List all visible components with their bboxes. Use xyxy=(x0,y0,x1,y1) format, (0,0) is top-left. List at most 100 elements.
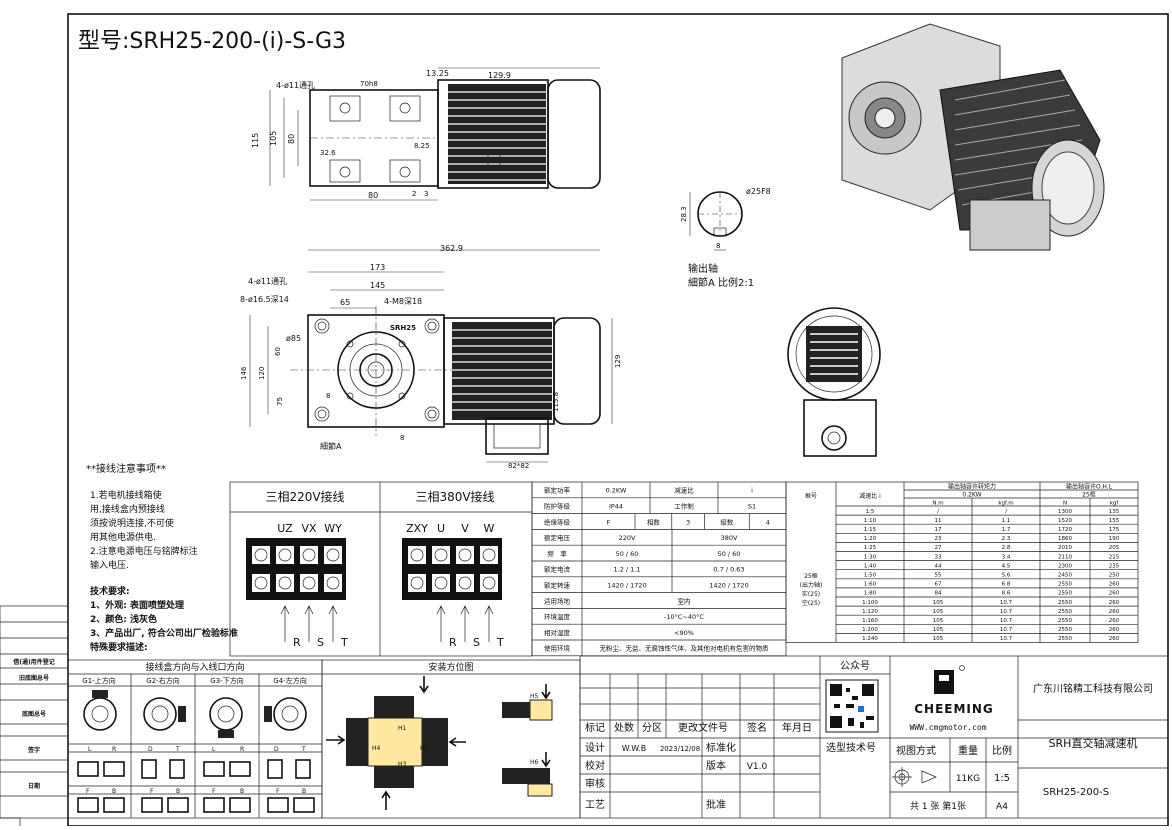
ratio-cell-5-1: 33 xyxy=(935,554,942,560)
ratio-cell-10-4: 260 xyxy=(1109,600,1120,606)
wiring-notes-title: **接线注意事项** xyxy=(86,462,166,475)
w220-top-1: VX xyxy=(301,522,317,535)
motor-fins-front xyxy=(452,322,552,420)
spec-label-8: 环境温度 xyxy=(544,612,571,621)
spec-value-10: 无粉尘、无盐、无腐蚀性气体、及其他对电机有危害的物质 xyxy=(600,644,770,653)
ratio-cell-10-0: 1:100 xyxy=(862,600,878,606)
front-label-16: 129 xyxy=(614,355,622,368)
margin-label-3: 签字 xyxy=(27,746,40,754)
top-label-7: 32.6 xyxy=(320,149,336,157)
ratio-h3-2: N xyxy=(1063,501,1067,507)
tb-approve: 批准 xyxy=(706,798,726,811)
front-label-15: 115.8 xyxy=(552,392,560,412)
front-label-2: 145 xyxy=(370,281,385,290)
ratio-cell-6-2: 4.5 xyxy=(1002,563,1011,569)
tb-weight: 11KG xyxy=(956,774,980,784)
wiring-note-5: 输入电压. xyxy=(90,559,129,571)
spec-label-5: 额定电流 xyxy=(544,565,571,574)
spec-value-4-0: 50 / 60 xyxy=(616,550,639,558)
spec-label-2: 绝缘等级 xyxy=(544,517,571,526)
top-label-11: 3 xyxy=(424,190,428,198)
w220-top-0: UZ xyxy=(277,522,293,535)
ratio-cell-4-2: 2.8 xyxy=(1002,545,1011,551)
ratio-h-frame: 框号 xyxy=(805,492,817,500)
ratio-cell-5-0: 1:30 xyxy=(864,554,877,560)
spec-value-2-1: 相数 xyxy=(647,517,661,526)
front-label-12: 75 xyxy=(276,397,284,406)
ratio-cell-7-3: 2450 xyxy=(1058,573,1072,579)
tb-scale: 1:5 xyxy=(994,773,1010,784)
ratio-cell-12-3: 2550 xyxy=(1058,618,1072,624)
spec-value-1-0: IP44 xyxy=(609,503,623,511)
spec-value-9: <90% xyxy=(674,629,694,637)
spec-label-9: 相对湿度 xyxy=(544,628,571,637)
ratio-cell-3-4: 190 xyxy=(1109,536,1120,542)
ratio-h2-power: 0.2KW xyxy=(962,492,981,499)
front-label-0: 362.9 xyxy=(440,244,463,253)
front-label-8: ø85 xyxy=(286,334,301,343)
dir-sub1-2: D xyxy=(148,746,153,753)
dir-sub1-1: R xyxy=(112,746,116,753)
ratio-cell-6-1: 44 xyxy=(935,563,942,569)
front-label-13: 8 xyxy=(326,392,330,400)
ratio-h3-3: kgf xyxy=(1110,501,1120,507)
ratio-cell-11-3: 2550 xyxy=(1058,609,1072,615)
ratio-cell-6-0: 1:40 xyxy=(864,563,877,569)
spec-value-2-2: 3 xyxy=(686,518,690,526)
ratio-cell-2-4: 175 xyxy=(1109,527,1120,533)
dir-sub2-0: F xyxy=(86,788,90,795)
front-label-4: 4-ø11通孔 xyxy=(248,276,287,286)
ratio-h3-1: kgf.m xyxy=(998,501,1013,507)
ratio-cell-13-4: 260 xyxy=(1109,627,1120,633)
dir-sub1-4: L xyxy=(212,746,216,753)
ratio-cell-4-3: 2010 xyxy=(1058,545,1072,551)
spec-value-2-4: 4 xyxy=(766,518,770,526)
ratio-cell-8-3: 2550 xyxy=(1058,582,1072,588)
top-label-5: 105 xyxy=(269,131,278,146)
w380-top-1: U xyxy=(437,522,445,535)
ratio-cell-8-1: 67 xyxy=(935,582,942,588)
ratio-frame-2: 实(25) xyxy=(802,590,820,598)
side-view xyxy=(787,307,881,457)
tb-qr-title: 公众号 xyxy=(840,660,870,672)
install-H4: H4 xyxy=(372,745,381,752)
top-label-3: 129.9 xyxy=(488,71,511,80)
ratio-cell-0-0: 1:5 xyxy=(866,509,875,515)
ratio-cell-1-0: 1:10 xyxy=(864,518,877,524)
projection-symbol-icon xyxy=(892,767,937,787)
spec-value-0-0: 0.2KW xyxy=(606,487,627,495)
ratio-cell-12-2: 10.7 xyxy=(1000,618,1013,624)
ratio-cell-0-2: / xyxy=(1005,509,1007,515)
dir-sub2-2: F xyxy=(150,788,154,795)
dir-sub1-3: T xyxy=(175,746,180,753)
tech-line-2: 3、产品出厂, 符合公司出厂检验标准 xyxy=(90,627,238,639)
motor-fins-top xyxy=(448,84,546,184)
front-label-3: 65 xyxy=(340,298,350,307)
ratio-cell-3-2: 2.3 xyxy=(1002,536,1011,542)
front-label-10: 120 xyxy=(258,367,266,380)
tb-check: 校对 xyxy=(585,759,605,772)
dir-col-1: G2-右方向 xyxy=(146,676,179,685)
dir-sub2-6: F xyxy=(276,788,280,795)
spec-label-7: 适用场地 xyxy=(544,596,571,605)
company-logo-icon xyxy=(934,665,965,694)
ratio-cell-9-4: 260 xyxy=(1109,591,1120,597)
install-H5: H5 xyxy=(530,693,539,700)
tb-sheets: 共 1 张 第1张 xyxy=(910,800,966,812)
tech-line-3: 特殊要求描述: xyxy=(90,641,148,653)
wiring-note-2: 须按说明连接,不可使 xyxy=(90,517,174,529)
ratio-h3-0: N.m xyxy=(932,501,943,507)
spec-label-10: 使用环境 xyxy=(544,644,571,653)
ratio-cell-8-2: 6.8 xyxy=(1002,582,1011,588)
top-label-0: 4-ø11通孔 xyxy=(276,80,315,90)
spec-value-5-0: 1.2 / 1.1 xyxy=(614,566,641,574)
tb-design-2: 2023/12/08 xyxy=(660,745,700,753)
front-label-9: 60 xyxy=(274,347,282,356)
tb-row1-2: 分区 xyxy=(642,722,662,734)
install-title: 安装方位图 xyxy=(428,661,473,673)
w380-top-3: W xyxy=(484,522,495,535)
tb-product: SRH直交轴减速机 xyxy=(1049,736,1138,750)
dir-sub1-7: T xyxy=(301,746,306,753)
